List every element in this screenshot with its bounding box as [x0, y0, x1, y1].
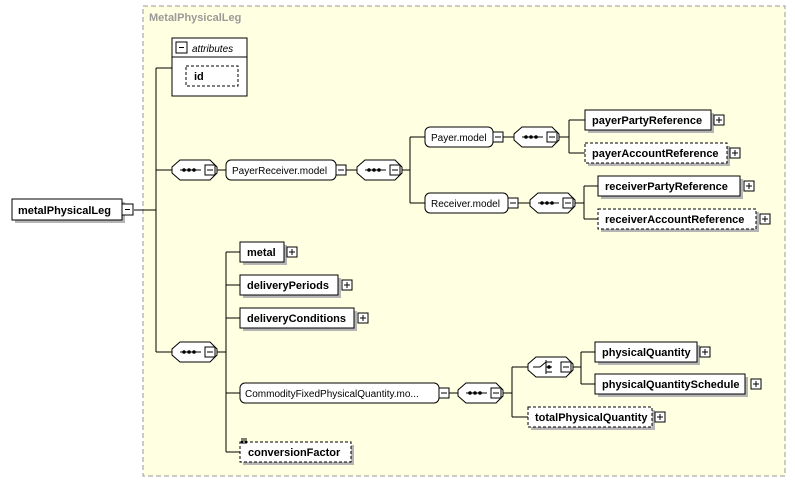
choice-compositor[interactable]	[527, 356, 574, 378]
attributes-group[interactable]: attributes id	[171, 37, 248, 97]
svg-text:metalPhysicalLeg: metalPhysicalLeg	[18, 205, 111, 217]
svg-text:receiverPartyReference: receiverPartyReference	[605, 181, 728, 193]
svg-text:physicalQuantity: physicalQuantity	[602, 347, 692, 359]
element-receiver-account-reference[interactable]: receiverAccountReference	[597, 208, 771, 232]
svg-text:metal: metal	[247, 247, 276, 259]
root-element-metalphysicalleg[interactable]: metalPhysicalLeg	[11, 198, 134, 223]
element-payer-account-reference[interactable]: payerAccountReference	[584, 142, 741, 166]
sequence-compositor-2[interactable]	[356, 159, 403, 181]
element-total-physical-quantity[interactable]: totalPhysicalQuantity	[527, 406, 666, 430]
svg-text:receiverAccountReference: receiverAccountReference	[605, 214, 744, 226]
sequence-compositor-4[interactable]	[529, 192, 576, 214]
element-payer-party-reference[interactable]: payerPartyReference	[584, 109, 725, 133]
sequence-compositor-5[interactable]	[171, 341, 218, 363]
element-physical-quantity[interactable]: physicalQuantity	[594, 341, 711, 365]
group-receiver-model[interactable]: Receiver.model	[424, 192, 519, 214]
sequence-compositor-1[interactable]	[171, 159, 218, 181]
svg-text:physicalQuantitySchedule: physicalQuantitySchedule	[602, 379, 740, 391]
svg-text:Payer.model: Payer.model	[431, 133, 487, 144]
element-delivery-periods[interactable]: deliveryPeriods	[239, 274, 353, 298]
svg-text:deliveryConditions: deliveryConditions	[247, 313, 346, 325]
element-physical-quantity-schedule[interactable]: physicalQuantitySchedule	[594, 373, 762, 397]
sequence-compositor-3[interactable]	[513, 126, 560, 148]
svg-text:conversionFactor: conversionFactor	[248, 447, 341, 459]
attribute-id	[185, 65, 239, 87]
svg-text:totalPhysicalQuantity: totalPhysicalQuantity	[535, 412, 648, 424]
group-commodity-fixed-physical-quantity-model[interactable]: CommodityFixedPhysicalQuantity.mo...	[239, 382, 450, 404]
svg-text:payerPartyReference: payerPartyReference	[592, 115, 702, 127]
svg-text:PayerReceiver.model: PayerReceiver.model	[232, 166, 327, 177]
svg-text:payerAccountReference: payerAccountReference	[592, 148, 719, 160]
element-receiver-party-reference[interactable]: receiverPartyReference	[597, 175, 755, 199]
connector-lines	[134, 67, 598, 453]
simple-type-icon	[241, 438, 247, 444]
complex-type-title: MetalPhysicalLeg	[149, 12, 241, 24]
svg-text:CommodityFixedPhysicalQuantity: CommodityFixedPhysicalQuantity.mo...	[245, 389, 419, 400]
group-payer-model[interactable]: Payer.model	[424, 126, 504, 148]
svg-text:deliveryPeriods: deliveryPeriods	[247, 280, 329, 292]
svg-text:Receiver.model: Receiver.model	[431, 199, 500, 210]
group-payer-receiver-model[interactable]: PayerReceiver.model	[225, 159, 347, 181]
sequence-compositor-6[interactable]	[457, 382, 504, 404]
element-conversion-factor[interactable]: conversionFactor	[239, 438, 354, 465]
element-metal[interactable]: metal	[239, 241, 298, 265]
attribute-id-label: id	[194, 71, 204, 83]
element-delivery-conditions[interactable]: deliveryConditions	[239, 307, 369, 331]
attributes-label: attributes	[192, 44, 233, 55]
